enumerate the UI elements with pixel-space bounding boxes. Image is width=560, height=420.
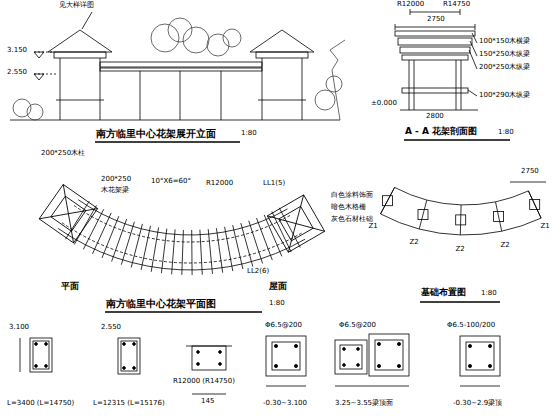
foundation-edge — [381, 187, 395, 214]
rafter — [102, 216, 119, 258]
dimension: R12000 — [396, 1, 425, 9]
view-name: 屋面 — [268, 282, 288, 292]
rafter — [233, 225, 243, 269]
annotation: 100*150木横梁 — [478, 38, 531, 46]
axis-line — [528, 191, 541, 218]
rafter — [249, 221, 263, 264]
dimension: R14750 — [442, 1, 471, 9]
details — [20, 334, 500, 394]
dimension: 2750 — [520, 168, 540, 176]
beam-tag: LL1(5) — [262, 180, 286, 188]
pavilion-plan — [39, 184, 97, 242]
pavilion-roof — [39, 184, 97, 242]
rafter — [264, 215, 282, 256]
dimension: R12000 — [205, 180, 234, 188]
dimension: 145 — [200, 398, 215, 406]
pavilion-roof — [267, 195, 324, 252]
column-tag: Z2 — [408, 239, 419, 247]
annotation: 100*290木纵梁 — [478, 92, 531, 100]
rafter — [241, 223, 253, 266]
level-mark: ±0.000 — [370, 100, 398, 108]
scale: 1:80 — [497, 129, 515, 137]
drawing-title: A - A 花架剖面图 — [404, 127, 478, 137]
annotation: 150*250木纵梁 — [478, 51, 531, 59]
rafter — [200, 230, 202, 275]
annotation: 暗色木格栅 — [330, 204, 367, 212]
annotation: 200*250 — [100, 176, 132, 184]
axis-line — [460, 205, 462, 235]
level-mark: 3.100 — [8, 324, 30, 332]
rebar-note: Φ6.5-100/200 — [446, 322, 496, 330]
drawing-title: 南方临里中心花架展开立面 — [95, 128, 217, 139]
level-mark: 2.550 — [6, 69, 28, 77]
drawing-title: 基础布置图 — [420, 288, 467, 298]
axis-line — [496, 202, 502, 231]
level-mark: -0.30~2.9梁顶 — [452, 400, 503, 408]
column-tag: Z2 — [499, 242, 510, 250]
dimension: L=3400 (L=14750) — [6, 400, 75, 408]
rafter — [66, 201, 90, 239]
rafter — [83, 209, 103, 249]
annotation: 木花架梁 — [100, 187, 130, 195]
axis-line — [419, 200, 427, 229]
pavilion-roof — [39, 184, 97, 242]
rebar-note: Φ6.5@200 — [264, 322, 303, 330]
rafter — [112, 219, 127, 261]
level-mark: 2.550 — [100, 324, 122, 332]
rafter — [141, 226, 150, 270]
annotation: 见大样详图 — [58, 2, 95, 10]
drawing-title: 南方临里中心花架平面图 — [105, 298, 217, 309]
annotation: 200*250木柱 — [40, 150, 86, 158]
dimension: 2750 — [426, 16, 446, 24]
level-mark: 3.25~3.55梁顶面 — [334, 400, 394, 408]
rafter — [191, 230, 192, 275]
rafter — [182, 230, 184, 275]
rebar-note: Φ6.5@200 — [338, 322, 377, 330]
rafter — [93, 213, 112, 254]
annotation: 200*250木纵梁 — [478, 64, 531, 72]
level-mark: -0.30~3.100 — [262, 400, 308, 408]
rafter — [131, 224, 142, 268]
view-name: 平面 — [60, 282, 80, 292]
pavilion-roof — [267, 195, 324, 252]
column-tag: Z1 — [539, 223, 550, 231]
beam-tag: LL2(6) — [246, 268, 270, 276]
scale: 1:80 — [480, 290, 498, 298]
scale: 1:80 — [240, 130, 258, 138]
rafter — [172, 229, 176, 274]
rafter — [225, 227, 233, 271]
arc-beam — [395, 187, 529, 205]
scale: 1:80 — [268, 300, 286, 308]
pavilion-roof — [267, 195, 324, 252]
rafter — [257, 218, 273, 260]
dimension: R12000 (R14750) — [172, 378, 236, 386]
rafter — [151, 227, 158, 271]
rafter — [208, 229, 212, 274]
pavilion-plan — [267, 195, 324, 252]
axis-line — [381, 187, 395, 214]
dimension: 10°X6=60° — [150, 178, 192, 186]
foundation-edge — [528, 191, 541, 218]
level-mark: 3.150 — [6, 47, 28, 55]
dimension-line — [510, 182, 546, 183]
rafter — [161, 229, 166, 274]
rafter — [216, 228, 222, 273]
column-tag: Z1 — [367, 223, 378, 231]
dimension: L=12315 (L=15176) — [92, 400, 166, 408]
section — [395, 9, 510, 140]
annotation: 白色涂料饰面 — [330, 192, 374, 200]
elevation — [10, 12, 345, 142]
pavilion-roof — [39, 184, 97, 242]
dimension: 2800 — [425, 113, 445, 121]
column-tag: Z2 — [454, 246, 465, 254]
